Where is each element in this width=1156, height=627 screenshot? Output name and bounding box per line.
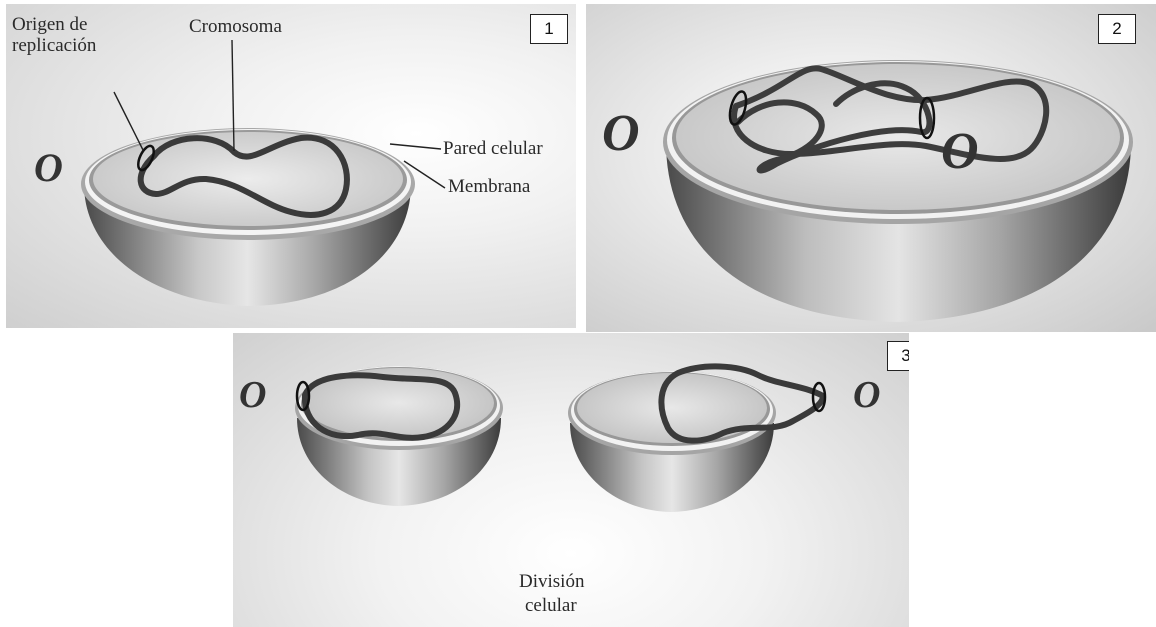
label-origen: Origen de	[12, 14, 87, 35]
origin-marker-o-left: O	[239, 373, 266, 417]
label-cromosoma: Cromosoma	[189, 16, 282, 37]
origin-marker-o-right: O	[941, 122, 979, 181]
label-membrana: Membrana	[448, 176, 530, 197]
panel-number-1: 1	[530, 14, 568, 44]
origin-marker-o-left: O	[602, 104, 640, 163]
panel-3: O O División celular 3	[233, 333, 909, 627]
leader-origen	[114, 92, 143, 150]
label-replicacion: replicación	[12, 35, 96, 56]
origin-marker-o-right: O	[853, 373, 880, 417]
panel-number-2: 2	[1098, 14, 1136, 44]
label-pared-celular: Pared celular	[443, 138, 543, 159]
leader-pared	[390, 144, 441, 149]
cell-illustration-2	[586, 4, 1156, 332]
label-division: División	[519, 571, 584, 592]
panel-number-3: 3	[887, 341, 909, 371]
origin-marker-o: O	[34, 144, 63, 191]
label-celular: celular	[525, 595, 577, 616]
panel-2: O O 2	[586, 4, 1156, 332]
panel-1: Origen de replicación Cromosoma Pared ce…	[6, 4, 576, 328]
